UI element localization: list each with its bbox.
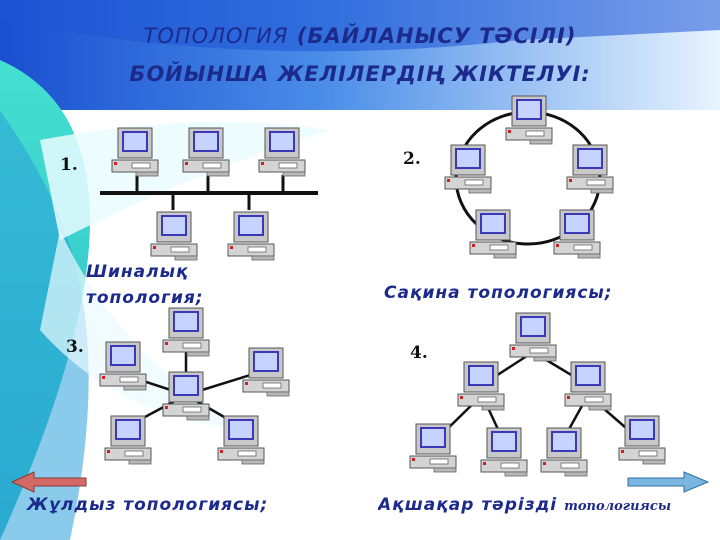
computer-icon: [182, 127, 230, 177]
computer-icon: [111, 127, 159, 177]
computer-icon: [540, 427, 588, 477]
computer-icon: [444, 144, 492, 194]
bus-topology: [100, 127, 318, 261]
computer-icon: [480, 427, 528, 477]
computer-icon: [618, 415, 666, 465]
star-topology: [99, 307, 290, 465]
caption-tree: Ақшақар тәрізді топологиясы: [378, 495, 720, 515]
tree-topology: [409, 312, 666, 477]
slide-title-line-1: ТОПОЛОГИЯ (БАЙЛАНЫСУ ТӘСІЛІ): [0, 24, 720, 48]
title-word-topology: ТОПОЛОГИЯ: [143, 24, 289, 48]
computer-icon: [505, 95, 553, 145]
computer-icon: [162, 307, 210, 357]
diagram-number-2: 2.: [403, 149, 421, 169]
computer-icon: [162, 371, 210, 421]
computer-icon: [99, 341, 147, 391]
diagram-number-3: 3.: [66, 337, 84, 357]
computer-icon: [242, 347, 290, 397]
caption-ring: Сақина топологиясы;: [384, 283, 613, 303]
computer-icon: [150, 211, 198, 261]
ring-topology: [444, 95, 614, 259]
slide-title-line-2: БОЙЫНША ЖЕЛІЛЕРДІҢ ЖІКТЕЛУІ:: [129, 62, 591, 86]
left-arrow-icon[interactable]: [10, 471, 87, 493]
computer-icon: [469, 209, 517, 259]
computer-icon: [553, 209, 601, 259]
caption-star: Жұлдыз топологиясы;: [27, 495, 269, 515]
diagram-number-4: 4.: [410, 343, 428, 363]
computer-icon: [258, 127, 306, 177]
computer-icon: [104, 415, 152, 465]
caption-bus-line-1: Шиналық: [86, 262, 189, 282]
caption-tree-main: Ақшақар тәрізді: [378, 495, 558, 515]
diagram-number-1: 1.: [60, 155, 78, 175]
title-parenthetical: (БАЙЛАНЫСУ ТӘСІЛІ): [296, 24, 577, 48]
computer-icon: [509, 312, 557, 362]
right-arrow-icon[interactable]: [627, 471, 710, 493]
computer-icon: [409, 423, 457, 473]
caption-bus-line-2: топология;: [86, 288, 204, 308]
caption-tree-suffix: топологиясы: [564, 499, 672, 514]
computer-icon: [227, 211, 275, 261]
computer-icon: [457, 361, 505, 411]
computer-icon: [566, 144, 614, 194]
computer-icon: [217, 415, 265, 465]
computer-icon: [564, 361, 612, 411]
